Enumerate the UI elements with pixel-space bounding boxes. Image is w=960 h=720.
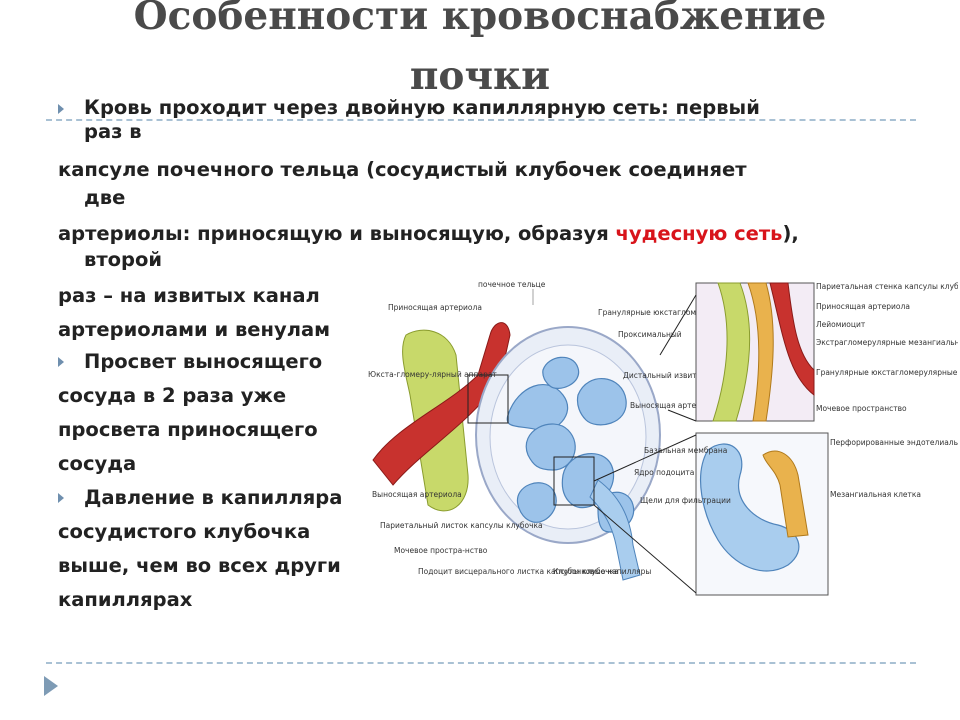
label-afferent: Приносящая артериола: [388, 303, 482, 312]
highlighted-term: чудесную сеть: [615, 222, 783, 245]
figure-heading: почечное тельце: [478, 280, 546, 289]
text-line: сосуда в 2 раза уже: [58, 384, 287, 407]
text-line: две: [84, 186, 126, 209]
label-urinary-space-2: Мочевое пространство: [816, 404, 907, 413]
label-afferent-small: Приносящая артериола: [816, 302, 910, 311]
slide-title: Особенности кровоснабжение почки: [0, 0, 960, 106]
bullet-icon: [58, 104, 64, 114]
text-line: сосуда: [58, 452, 137, 475]
label-urinary-space: Мочевое простра-нство: [394, 546, 488, 555]
label-fenestrated: Перфорированные эндотелиальные клетки: [830, 438, 958, 447]
text-line: артериолы: приносящую и выносящую, образ…: [58, 221, 799, 247]
text-line: просвета приносящего: [58, 418, 318, 441]
text-line: сосудистого клубочка: [58, 520, 311, 543]
label-mesangial: Мезангиальная клетка: [830, 490, 921, 499]
bottom-divider: [46, 662, 916, 664]
label-myocyte: Лейомиоцит: [816, 320, 866, 329]
top-divider: [46, 119, 916, 121]
title-line-2: почки: [409, 53, 551, 99]
text-line: капсуле почечного тельца (сосудистый клу…: [58, 158, 747, 181]
label-podocyte-nucleus: Ядро подоцита: [634, 468, 694, 477]
text-line: второй: [84, 248, 163, 271]
text-line: раз – на извитых канал: [58, 284, 320, 307]
label-granular: Гранулярные юкстагломерулярные клетки: [598, 308, 770, 317]
label-efferent-left: Выносящая артериола: [630, 401, 720, 410]
next-slide-arrow-icon[interactable]: [44, 676, 58, 696]
text-line: капиллярах: [58, 588, 193, 611]
renal-corpuscle-diagram: почечное тельце Приносящая артериола Юкс…: [368, 280, 960, 596]
label-proximal: Проксимальный: [618, 330, 682, 339]
label-capillaries: Клубочковые капилляры: [553, 567, 651, 576]
text-line: выше, чем во всех други: [58, 554, 341, 577]
text-fragment: ),: [782, 222, 799, 245]
text-line: Давление в капилляра: [84, 486, 343, 509]
label-parietal-wall: Париетальная стенка капсулы клубочка: [816, 282, 958, 291]
label-jg-apparatus: Юкста-гломеру-лярный аппарат: [368, 370, 497, 379]
label-efferent-bottom: Выносящая артериола: [372, 490, 462, 499]
text-line: Кровь проходит через двойную капиллярную…: [84, 96, 760, 119]
label-distal: Дистальный извитый каналец: [623, 371, 743, 380]
text-line: артериолами и венулам: [58, 318, 331, 341]
label-mesangial-extra: Экстрагломерулярные мезангиальные клетки: [816, 338, 958, 347]
label-granular-jg: Гранулярные юкстагломерулярные клетки: [816, 368, 958, 377]
title-line-1: Особенности кровоснабжение: [133, 0, 827, 39]
label-slits: Щели для фильтрации: [640, 496, 731, 505]
bullet-icon: [58, 357, 64, 367]
bullet-icon: [58, 493, 64, 503]
text-line: Просвет выносящего: [84, 350, 323, 373]
label-podocyte: Подоцит висцерального листка капсулы клу…: [418, 567, 619, 576]
text-fragment: артериолы: приносящую и выносящую, образ…: [58, 222, 616, 245]
label-parietal-layer: Париетальный листок капсулы клубочка: [380, 521, 543, 530]
label-basement: Базальная мембрана: [644, 446, 727, 455]
text-line: раз в: [84, 120, 142, 143]
renal-corpuscle-illustration: почечное тельце Приносящая артериола Юкс…: [368, 275, 960, 605]
